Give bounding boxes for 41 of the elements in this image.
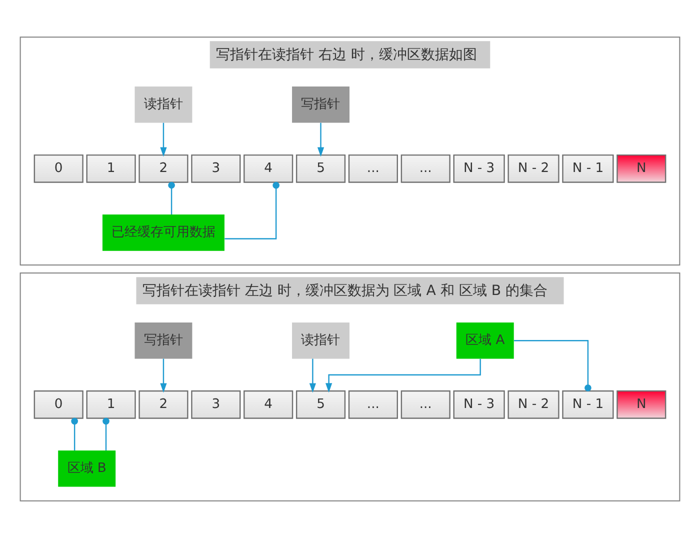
arrow	[309, 358, 316, 392]
arrow	[160, 122, 167, 156]
node-box: 3	[191, 154, 241, 182]
node-box: 区域 B	[58, 450, 116, 486]
node-box: 2	[138, 390, 188, 418]
node-box: 3	[191, 390, 241, 418]
node-box: N - 1	[562, 154, 614, 182]
node-box: 0	[34, 154, 84, 182]
arrow	[317, 122, 324, 156]
connector	[71, 417, 78, 450]
node-box: 1	[86, 154, 136, 182]
arrow	[326, 358, 481, 392]
node-box: ...	[348, 390, 398, 418]
node-box: 0	[34, 390, 84, 418]
node-box: N - 3	[453, 390, 505, 418]
connector	[224, 181, 280, 239]
node-box: 4	[244, 390, 294, 418]
node-box: ...	[400, 154, 450, 182]
node-box: 写指针	[292, 86, 350, 122]
node-box: N	[616, 390, 666, 418]
node-box: 已经缓存可用数据	[102, 214, 224, 250]
node-box: 5	[296, 390, 346, 418]
node-box: ...	[400, 390, 450, 418]
node-box: N - 2	[508, 390, 560, 418]
node-box: 2	[138, 154, 188, 182]
connector	[102, 417, 110, 450]
node-box: N - 1	[562, 390, 614, 418]
node-box: ...	[348, 154, 398, 182]
node-box: N	[616, 154, 666, 182]
node-box: 写指针	[134, 322, 192, 358]
connector	[514, 339, 592, 391]
node-box: 4	[244, 154, 294, 182]
node-box: 1	[86, 390, 136, 418]
node-box: 区域 A	[456, 322, 514, 358]
node-box: 读指针	[134, 86, 192, 122]
connector	[168, 181, 175, 214]
node-box: 读指针	[292, 322, 350, 358]
node-box: N - 3	[453, 154, 505, 182]
node-box: N - 2	[508, 154, 560, 182]
arrow	[160, 358, 167, 392]
node-box: 5	[296, 154, 346, 182]
